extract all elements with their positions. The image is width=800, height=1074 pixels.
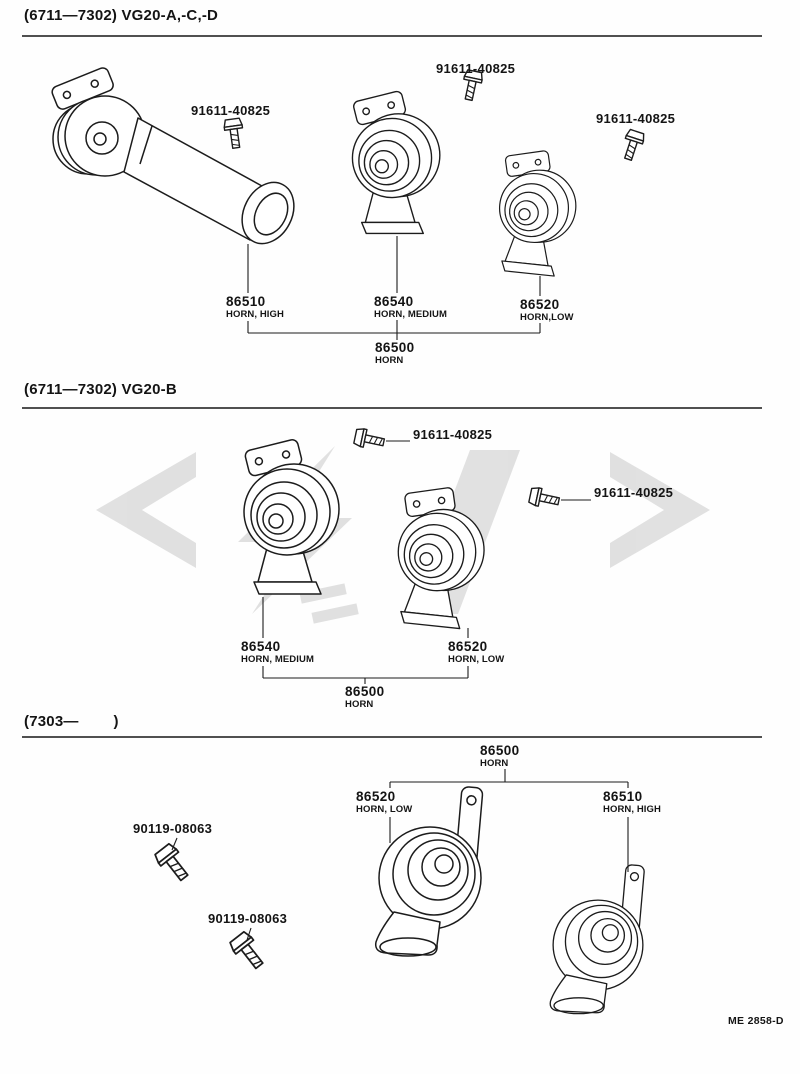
bolt-part-number: 91611-40825 [413,427,493,442]
part-name: HORN [480,758,509,770]
part-label-86510-c: 86510 HORN, HIGH [603,789,661,816]
leader-lines-s2 [262,440,591,684]
part-name: HORN [375,355,404,367]
part-label-86540-b: 86540 HORN, MEDIUM [241,639,314,666]
part-number: 86520 [356,789,396,804]
horn-86520-illustration [492,145,583,279]
part-label-86500-b: 86500 HORN [345,684,385,711]
part-label-86520: 86520 HORN,LOW [520,297,574,324]
part-name: HORN,LOW [520,312,574,324]
leader-lines-s3 [171,769,629,941]
bolt-icon-s2-2 [527,485,562,511]
part-number: 86500 [375,340,415,355]
bolt-icon-s2-1 [352,426,387,452]
part-number: 86540 [241,639,281,654]
section1-header: (6711—7302) VG20-A,-C,-D [24,7,219,24]
bolt-part-number: 91611-40825 [191,103,271,118]
part-number: 86510 [603,789,643,804]
part-name: HORN, MEDIUM [241,654,314,666]
part-number: 86520 [448,639,488,654]
bolt-part-number: 90119-08063 [208,911,288,926]
part-name: HORN, HIGH [226,309,284,321]
part-label-86500-c: 86500 HORN [480,743,520,770]
section3-header: (7303— ) [24,713,119,730]
page-code: ME 2858-D [728,1015,784,1027]
part-name: HORN, HIGH [603,804,661,816]
part-label-86500: 86500 HORN [375,340,415,367]
bolt-part-number: 91611-40825 [596,111,676,126]
part-number: 86500 [345,684,385,699]
bolt-icon-s1-1 [222,117,246,150]
part-label-86540: 86540 HORN, MEDIUM [374,294,447,321]
part-name: HORN, MEDIUM [374,309,447,321]
part-number: 86520 [520,297,560,312]
part-name: HORN, LOW [356,804,413,816]
part-name: HORN, LOW [448,654,505,666]
part-label-86520-b: 86520 HORN, LOW [448,639,505,666]
part-number: 86510 [226,294,266,309]
bolt-part-number: 91611-40825 [436,61,516,76]
part-number: 86500 [480,743,520,758]
horn-86510-c-illustration [549,863,646,1015]
bolt-part-number: 91611-40825 [594,485,674,500]
leader-lines-s1 [247,236,541,340]
horn-86540-illustration [351,89,441,235]
section2-header: (6711—7302) VG20-B [24,381,177,398]
part-label-86520-c: 86520 HORN, LOW [356,789,413,816]
horn-trumpet-86510-illustration [51,67,295,245]
part-number: 86540 [374,294,414,309]
part-label-86510: 86510 HORN, HIGH [226,294,284,321]
section-dividers [22,35,762,738]
bolt-icon-s1-3 [618,128,647,163]
part-name: HORN [345,699,374,711]
bolt-part-number: 90119-08063 [133,821,213,836]
